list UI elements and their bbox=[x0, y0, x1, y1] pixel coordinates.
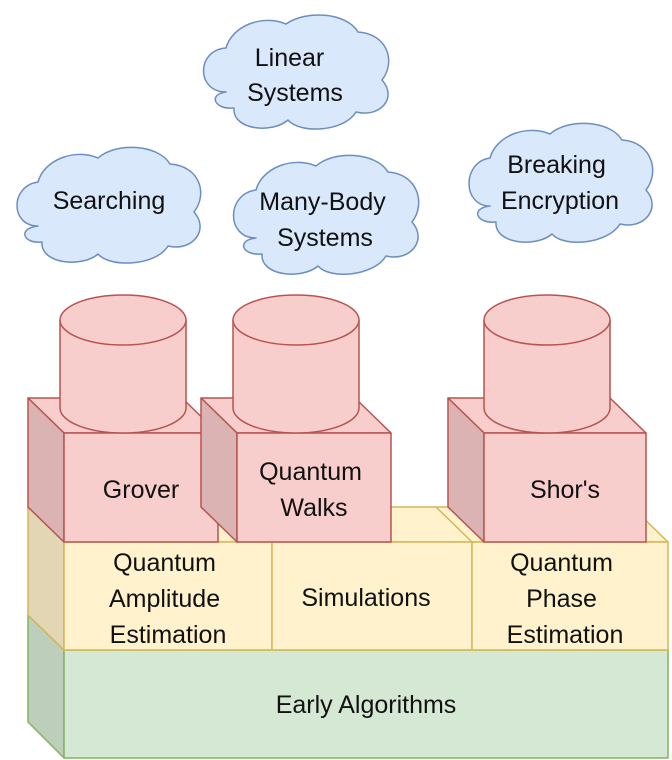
cloud-label: Many-Body Systems bbox=[259, 188, 392, 252]
label-line: Phase bbox=[526, 585, 597, 613]
cloud-shape bbox=[232, 154, 420, 276]
cloud-searching: Searching bbox=[16, 146, 202, 264]
middle-block-label: Quantum Phase Estimation bbox=[507, 549, 624, 649]
cylinder-body bbox=[232, 319, 360, 434]
cylinder-body bbox=[483, 319, 611, 434]
label-line: Estimation bbox=[507, 621, 624, 649]
label-line: Amplitude bbox=[109, 585, 220, 613]
label-line: Quantum bbox=[510, 549, 613, 577]
cylinder-body bbox=[59, 319, 187, 434]
cloud-label: Linear Systems bbox=[247, 44, 343, 107]
middle-block-quantum-phase-estimation: Quantum Phase Estimation bbox=[471, 541, 669, 651]
cube-front-face bbox=[63, 432, 219, 543]
label-line: Estimation bbox=[110, 621, 227, 649]
cube-label: Shor's bbox=[530, 476, 600, 504]
cloud-shape bbox=[16, 146, 202, 264]
cylinder-quantum-walks bbox=[232, 294, 360, 434]
middle-block-label: Simulations bbox=[301, 584, 430, 612]
label-line: Quantum bbox=[259, 458, 362, 486]
cloud-linear-systems: Linear Systems bbox=[202, 14, 390, 130]
label-line: Systems bbox=[277, 224, 373, 252]
cube-front-face bbox=[236, 432, 392, 543]
label-line: Quantum bbox=[113, 549, 216, 577]
cloud-breaking-encryption: Breaking Encryption bbox=[468, 122, 654, 244]
label-line: Linear bbox=[255, 44, 325, 72]
base-layer-front-face bbox=[63, 649, 669, 759]
cube-label: Grover bbox=[103, 476, 179, 504]
label-line: Encryption bbox=[501, 187, 619, 215]
cloud-label: Breaking Encryption bbox=[501, 151, 619, 215]
middle-block-front-face bbox=[271, 541, 473, 651]
cloud-label: Searching bbox=[53, 187, 166, 215]
middle-block-simulations: Simulations bbox=[271, 541, 473, 651]
cloud-shape bbox=[468, 122, 654, 244]
cloud-many-body-systems: Many-Body Systems bbox=[232, 154, 420, 276]
cube-front-face bbox=[483, 432, 647, 543]
cylinder-top bbox=[232, 294, 360, 346]
cylinder-top bbox=[59, 294, 187, 346]
label-line: Walks bbox=[280, 494, 347, 522]
cylinder-grover bbox=[59, 294, 187, 434]
base-layer-label: Early Algorithms bbox=[276, 691, 457, 719]
middle-layer-top-divider bbox=[435, 506, 473, 543]
middle-block-quantum-amplitude-estimation: Quantum Amplitude Estimation bbox=[63, 541, 273, 651]
label-line: Systems bbox=[247, 79, 343, 107]
cylinder-shors bbox=[483, 294, 611, 434]
cube-label: Quantum Walks bbox=[259, 458, 369, 522]
middle-block-front-face bbox=[471, 541, 669, 651]
label-line: Many-Body bbox=[259, 188, 386, 216]
cloud-shape bbox=[202, 14, 390, 130]
middle-block-label: Quantum Amplitude Estimation bbox=[109, 549, 227, 649]
label-line: Breaking bbox=[507, 151, 606, 179]
cylinder-top bbox=[483, 294, 611, 346]
